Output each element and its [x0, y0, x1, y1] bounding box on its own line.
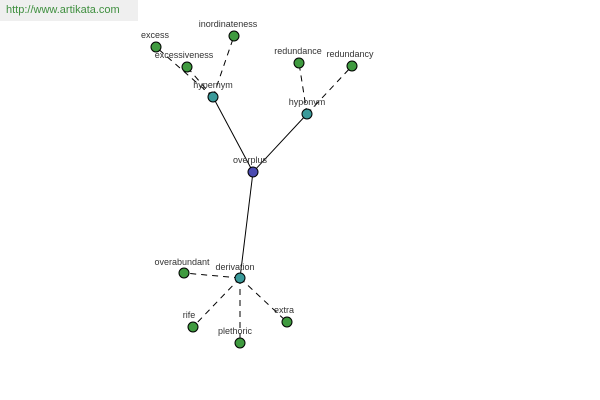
relation-node-derivation[interactable] [234, 272, 246, 284]
edge-hypernym-excessiveness [186, 66, 214, 98]
word-label-inordinateness[interactable]: inordinateness [199, 19, 258, 29]
word-label-plethoric[interactable]: plethoric [218, 326, 253, 336]
edge-derivation-overabundant [183, 272, 241, 279]
relation-node-hyponym[interactable] [301, 108, 313, 120]
word-label-redundancy[interactable]: redundancy [326, 49, 374, 59]
relation-node-hypernym[interactable] [207, 91, 219, 103]
graph-nodes: excess excessiveness inordinateness redunda… [141, 19, 374, 349]
word-node-redundance[interactable] [293, 57, 305, 69]
edge-derivation-extra [239, 277, 288, 323]
word-label-extra[interactable]: extra [274, 305, 294, 315]
word-label-redundance[interactable]: redundance [274, 46, 322, 56]
word-node-inordinateness[interactable] [228, 30, 240, 42]
relation-label-hypernym[interactable]: hypernym [193, 80, 233, 90]
edge-hypernym-excess [155, 46, 214, 98]
word-label-excess[interactable]: excess [141, 30, 170, 40]
word-node-excess[interactable] [150, 41, 162, 53]
word-node-redundancy[interactable] [346, 60, 358, 72]
edge-root-hypernym [212, 96, 254, 173]
word-label-rife[interactable]: rife [183, 310, 196, 320]
word-label-excessiveness[interactable]: excessiveness [155, 50, 214, 60]
edge-hyponym-redundance [298, 62, 308, 115]
root-label-overplus[interactable]: overplus [233, 155, 268, 165]
graph-edges [155, 35, 353, 343]
edge-root-derivation [239, 171, 254, 279]
edge-derivation-rife [192, 277, 241, 328]
word-node-plethoric[interactable] [234, 337, 246, 349]
word-node-extra[interactable] [281, 316, 293, 328]
word-label-overabundant[interactable]: overabundant [154, 257, 210, 267]
root-node-overplus[interactable] [247, 166, 259, 178]
relation-label-derivation[interactable]: derivation [215, 262, 254, 272]
edge-root-hyponym [252, 113, 308, 173]
word-node-rife[interactable] [187, 321, 199, 333]
word-node-overabundant[interactable] [178, 267, 190, 279]
word-node-excessiveness[interactable] [181, 61, 193, 73]
watermark-url[interactable]: http://www.artikata.com [0, 0, 138, 21]
relation-label-hyponym[interactable]: hyponym [289, 97, 326, 107]
